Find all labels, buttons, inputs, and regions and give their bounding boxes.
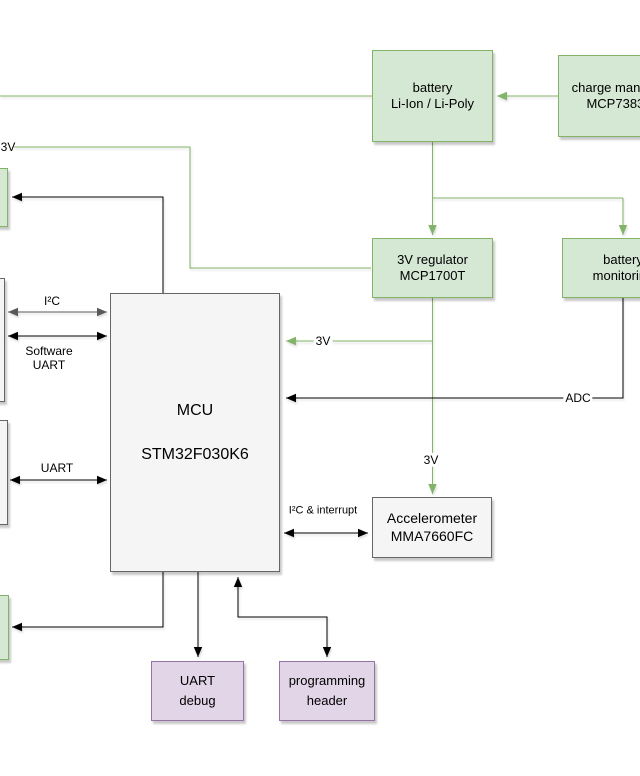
regulator-label-line2: MCP1700T — [399, 268, 466, 283]
edge-mcu-to-left-peripheral-1 — [12, 192, 164, 293]
mcu-node: MCU STM32F030K6 — [110, 293, 280, 572]
programming-header-label-line2: header — [306, 692, 348, 708]
battery-label-line2: Li-Ion / Li-Poly — [390, 96, 475, 111]
uart-debug-label-line1: UART — [179, 673, 216, 689]
uart-label: UART — [40, 460, 74, 475]
left-peripheral-4 — [0, 595, 9, 660]
battery-monitoring-label-line2: monitoring — [592, 268, 640, 283]
mcu-label-line2: STM32F030K6 — [141, 445, 249, 463]
3v-to-mcu-label: 3V — [313, 333, 333, 349]
charge-manager-label-line2: MCP73831 — [586, 96, 640, 111]
regulator-3v-node: 3V regulator MCP1700T — [372, 238, 493, 298]
accelerometer-node: Accelerometer MMA7660FC — [372, 497, 492, 558]
i2c-label: I²C — [44, 293, 60, 308]
battery-monitoring-node: battery monitoring — [562, 238, 640, 298]
battery-label-line1: battery — [412, 79, 453, 95]
edge-mcu-to-left-peripheral-4 — [12, 572, 164, 632]
left-peripheral-3 — [0, 420, 8, 525]
charge-manager-label-line1: charge manager — [571, 79, 640, 95]
charge-manager-node: charge manager MCP73831 — [558, 55, 640, 137]
edge-mcu-programming-header-bidirectional — [233, 577, 332, 657]
accelerometer-label-line2: MMA7660FC — [390, 527, 474, 544]
programming-header-label-line1: programming — [288, 673, 366, 689]
uart-debug-node: UART debug — [151, 661, 244, 721]
mcu-label-line1: MCU — [176, 401, 214, 419]
i2c-interrupt-label: I²C & interrupt — [288, 504, 358, 517]
battery-node: battery Li-Ion / Li-Poly — [372, 50, 493, 142]
software-uart-label: Software UART — [25, 344, 73, 373]
adc-label: ADC — [563, 390, 593, 406]
edge-battery-branch — [432, 142, 623, 199]
3v-to-accelerometer-label: 3V — [421, 452, 441, 468]
battery-monitoring-label-line1: battery — [603, 251, 640, 267]
accelerometer-label-line1: Accelerometer — [386, 510, 478, 526]
left-peripheral-2 — [0, 278, 5, 402]
rail-3v-label: 3V — [0, 139, 16, 154]
edge-3v-rail-to-regulator — [14, 146, 371, 269]
programming-header-node: programming header — [279, 661, 375, 721]
regulator-label-line1: 3V regulator — [397, 251, 468, 267]
left-peripheral-1 — [0, 168, 8, 227]
uart-debug-label-line2: debug — [179, 692, 216, 708]
edge-monitoring-adc-to-mcu — [286, 298, 624, 403]
